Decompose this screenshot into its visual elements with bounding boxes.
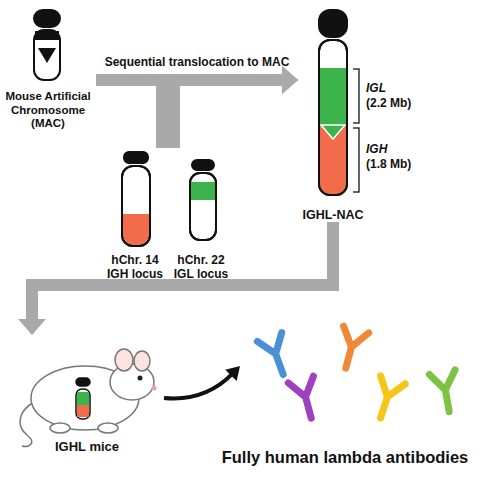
arrow-shaft	[32, 222, 333, 322]
region-label: IGH	[366, 143, 387, 157]
mac-chromosome	[34, 10, 60, 80]
arrow-head	[282, 66, 298, 94]
flow-arrow	[18, 222, 333, 335]
antibody-node: Fully human lambda antibodies	[240, 322, 475, 428]
arrow-shaft	[162, 80, 285, 148]
node-text: hChr. 22	[177, 254, 224, 268]
chromosome-node: Mouse Artificial Chromosome (MAC)	[0, 6, 96, 130]
flow-arrow	[162, 66, 298, 148]
node-text: hChr. 14	[111, 254, 158, 268]
flow-arrow	[174, 66, 298, 148]
antibody-icon	[257, 326, 462, 422]
arrow-head	[225, 366, 240, 381]
chromosome-node: hChr. 14IGH locus	[102, 148, 168, 282]
mouse-node: IGHL mice	[12, 335, 162, 455]
flow-arrow	[164, 366, 240, 398]
arrow-head	[18, 319, 46, 335]
arrow-shaft	[164, 373, 233, 398]
chromosome-node: hChr. 22IGL locus	[168, 148, 234, 282]
node-text: IGHL mice	[55, 440, 119, 455]
node-text: IGL locus	[174, 268, 228, 282]
mouse-figure	[20, 349, 156, 446]
arrow-head	[282, 66, 298, 94]
bracket	[353, 69, 359, 192]
region-label: (2.2 Mb)	[366, 97, 411, 111]
arrow-shaft	[174, 80, 285, 148]
human-chromosome-14	[122, 152, 150, 246]
human-chromosome-22	[190, 160, 216, 240]
edge-label: Sequential translocation to MAC	[105, 56, 290, 70]
node-text: IGH locus	[107, 268, 163, 282]
nac-chromosome	[319, 10, 347, 195]
node-text: Mouse Artificial Chromosome (MAC)	[0, 90, 96, 130]
arrow-head	[282, 66, 298, 94]
node-text: IGHL-NAC	[302, 208, 363, 222]
chromosome-node: IGHL-NAC	[298, 6, 368, 222]
node-text: Fully human lambda antibodies	[222, 448, 469, 467]
region-label: IGL	[366, 82, 386, 96]
region-label: (1.8 Mb)	[366, 158, 411, 172]
